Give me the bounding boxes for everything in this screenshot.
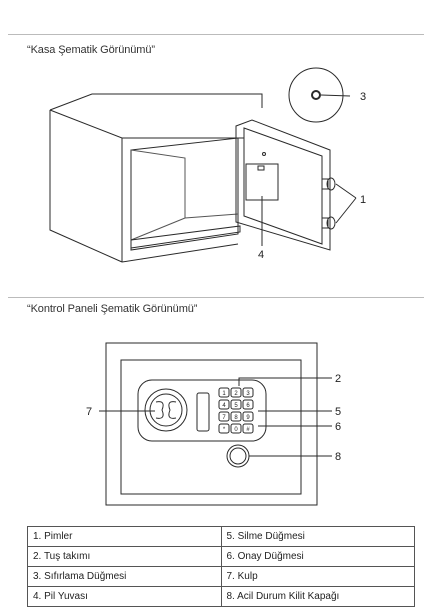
keypad-key: 9 xyxy=(242,411,254,422)
keypad-key-label: 3 xyxy=(246,391,250,397)
keypad-key: 3 xyxy=(242,387,254,398)
keypad-key-label: 0 xyxy=(234,427,238,433)
callout-8-label: 8 xyxy=(335,451,341,463)
callout-7-label: 7 xyxy=(86,406,92,418)
top-divider xyxy=(8,34,424,35)
keypad-key: 7 xyxy=(218,411,230,422)
keypad-key-label: 5 xyxy=(234,403,238,409)
safe-diagram-title: “Kasa Şematik Görünümü” xyxy=(27,44,155,56)
legend-cell: 5. Silme Düğmesi xyxy=(220,526,415,547)
panel-inner-frame xyxy=(120,359,302,495)
handle-grip xyxy=(155,401,177,419)
reset-button-zoom-circle xyxy=(288,67,344,123)
callout-2-label: 2 xyxy=(335,373,341,385)
keypad-key-label: 2 xyxy=(234,391,238,397)
panel-diagram-title: “Kontrol Paneli Şematik Görünümü” xyxy=(27,303,198,315)
panel-outer-frame xyxy=(105,342,318,506)
door-screw xyxy=(262,152,266,156)
keypad-key-label: 7 xyxy=(222,415,226,421)
control-panel-diagram: 1 2 3 4 5 6 7 8 9 * 0 # 2 5 6 7 8 xyxy=(86,342,341,506)
callout-6-label: 6 xyxy=(335,421,341,433)
reset-button-icon xyxy=(311,90,321,100)
keypad-key: 2 xyxy=(230,387,242,398)
safe-opening xyxy=(130,137,239,251)
keypad-key: 6 xyxy=(242,399,254,410)
keypad-key: 4 xyxy=(218,399,230,410)
legend-cell: 3. Sıfırlama Düğmesi xyxy=(27,566,222,587)
handle-ring xyxy=(144,388,188,432)
keypad-key: * xyxy=(218,423,230,434)
legend-cell: 6. Onay Düğmesi xyxy=(220,546,415,567)
legend-cell: 7. Kulp xyxy=(220,566,415,587)
safe-body-left xyxy=(49,110,123,263)
callout-5-label: 5 xyxy=(335,406,341,418)
safe-body-top xyxy=(49,93,263,111)
callout-3-label: 3 xyxy=(360,91,366,103)
keypad-key-label: * xyxy=(223,427,226,433)
keypad-key: 8 xyxy=(230,411,242,422)
legend-cell: 2. Tuş takımı xyxy=(27,546,222,567)
keypad-key: # xyxy=(242,423,254,434)
keypad-key-label: # xyxy=(246,427,250,433)
legend-cell: 8. Acil Durum Kilit Kapağı xyxy=(220,586,415,607)
keypad-key-label: 8 xyxy=(234,415,238,421)
keypad-key: 0 xyxy=(230,423,242,434)
middle-divider xyxy=(8,297,424,298)
display-slot xyxy=(196,392,210,432)
locking-bolts xyxy=(321,177,336,230)
legend-cell: 1. Pimler xyxy=(27,526,222,547)
legend-cell: 4. Pil Yuvası xyxy=(27,586,222,607)
keypad-key-label: 1 xyxy=(222,391,226,397)
callout-1-label: 1 xyxy=(360,194,366,206)
callout-4-label: 4 xyxy=(258,249,264,261)
keypad-key-label: 9 xyxy=(246,415,250,421)
keypad-key: 5 xyxy=(230,399,242,410)
keypad-key-label: 4 xyxy=(222,403,226,409)
keypad-key: 1 xyxy=(218,387,230,398)
keypad: 1 2 3 4 5 6 7 8 9 * 0 # xyxy=(218,387,254,434)
keypad-key-label: 6 xyxy=(246,403,250,409)
